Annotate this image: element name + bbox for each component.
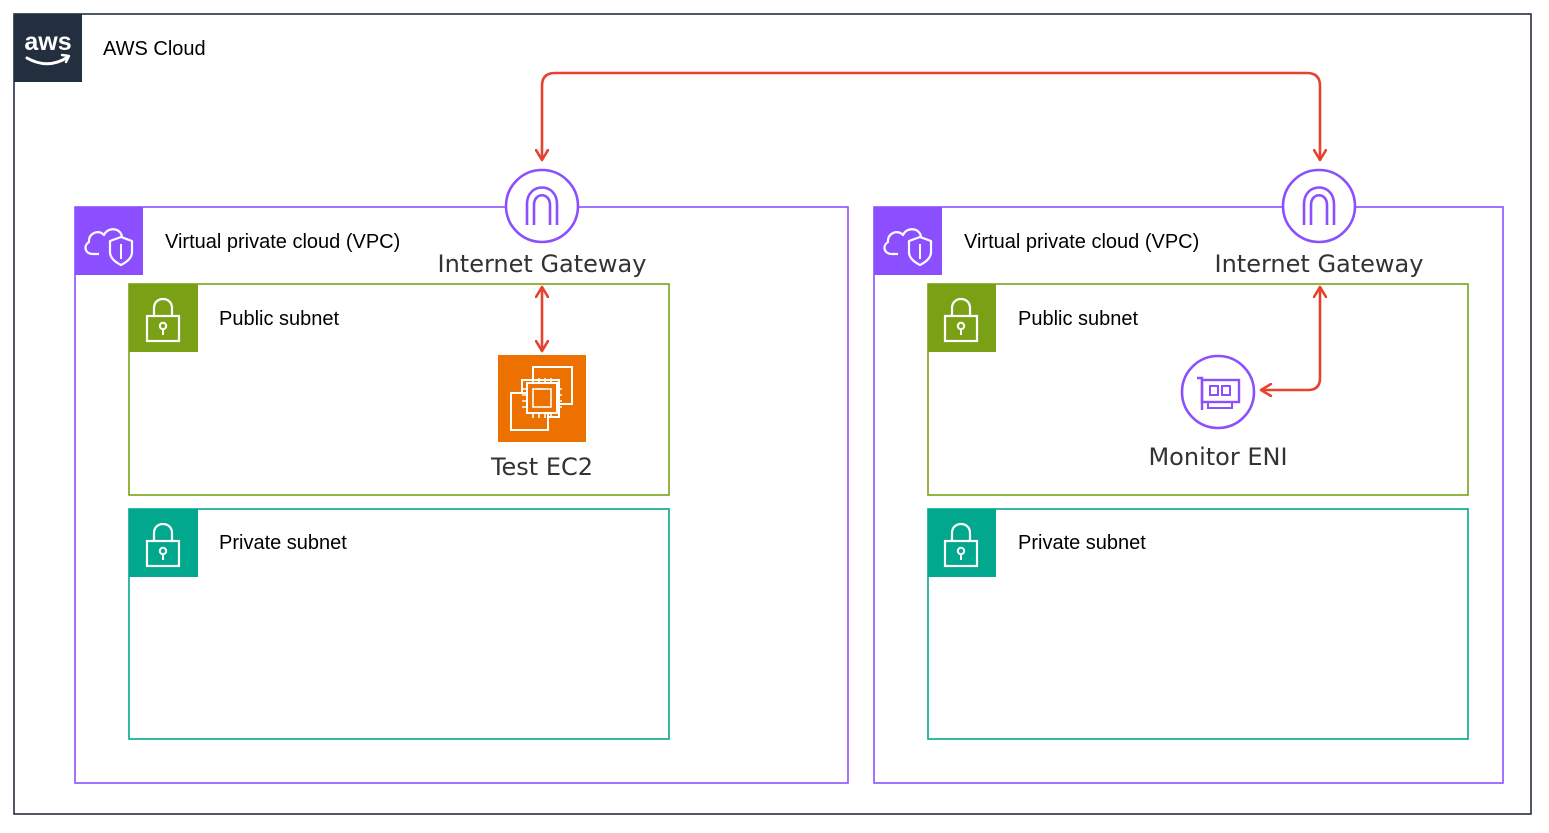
monitor-eni[interactable]: Monitor ENI <box>1148 354 1288 471</box>
aws-cloud-label: AWS Cloud <box>103 38 206 60</box>
vpc-right: Virtual private cloud (VPC) Public subne… <box>873 168 1504 784</box>
vpc-cloud-shield-icon <box>75 207 143 275</box>
public-subnet-left-label: Public subnet <box>219 308 340 330</box>
eni-to-gateway-arrow <box>1261 287 1320 390</box>
public-subnet-left: Public subnet <box>128 283 670 496</box>
public-subnet-right-label: Public subnet <box>1018 308 1139 330</box>
network-interface-icon <box>1180 354 1256 430</box>
private-subnet-right: Private subnet <box>927 508 1469 740</box>
aws-logo-text: aws <box>24 28 71 56</box>
connectors <box>542 71 1320 390</box>
ec2-instance-label: Test EC2 <box>490 453 593 481</box>
internet-gateway-icon <box>504 168 580 244</box>
vpc-left-label: Virtual private cloud (VPC) <box>165 231 400 253</box>
padlock-icon <box>129 284 198 352</box>
internet-gateway-left-label: Internet Gateway <box>438 250 647 278</box>
vpc-right-label: Virtual private cloud (VPC) <box>964 231 1199 253</box>
padlock-icon <box>129 509 198 577</box>
gateway-to-gateway-arrow <box>542 71 1320 160</box>
private-subnet-left-label: Private subnet <box>219 532 347 554</box>
vpc-left: Virtual private cloud (VPC) Public subne… <box>74 168 849 784</box>
private-subnet-left: Private subnet <box>128 508 670 740</box>
ec2-instance-icon <box>498 355 586 442</box>
aws-cloud-group: aws AWS Cloud <box>13 13 1532 815</box>
public-subnet-right: Public subnet <box>927 283 1469 496</box>
vpc-cloud-shield-icon <box>874 207 942 275</box>
monitor-eni-label: Monitor ENI <box>1148 443 1287 471</box>
aws-logo-icon: aws <box>14 14 82 82</box>
padlock-icon <box>928 284 996 352</box>
internet-gateway-icon <box>1281 168 1357 244</box>
ec2-instance[interactable]: Test EC2 <box>490 355 593 481</box>
padlock-icon <box>928 509 996 577</box>
internet-gateway-left[interactable]: Internet Gateway <box>438 168 647 278</box>
internet-gateway-right[interactable]: Internet Gateway <box>1215 168 1424 278</box>
internet-gateway-right-label: Internet Gateway <box>1215 250 1424 278</box>
private-subnet-right-label: Private subnet <box>1018 532 1146 554</box>
